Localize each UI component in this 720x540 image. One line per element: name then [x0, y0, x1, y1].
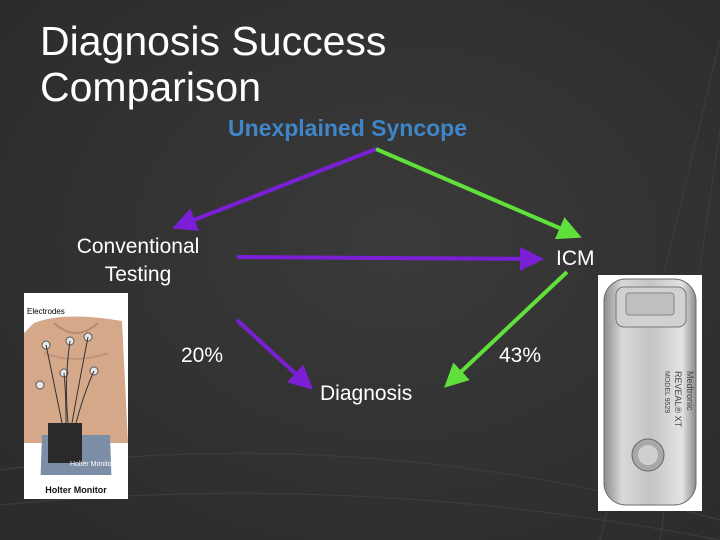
icm-device-photo: Medtronic REVEAL® XT MODEL 9529	[598, 275, 702, 511]
icm-device-illustration	[603, 278, 697, 506]
slide-title: Diagnosis Success Comparison	[40, 18, 386, 110]
title-line-1: Diagnosis Success	[40, 18, 387, 64]
arrow-syncope-to-icm	[375, 147, 582, 240]
icm-percentage: 43%	[499, 344, 542, 367]
icm-model-name: REVEAL® XT	[673, 371, 683, 428]
electrodes-label: Electrodes	[27, 307, 65, 316]
icm-text-block: Medtronic REVEAL® XT MODEL 9529	[606, 371, 696, 441]
arrow-icm-to-diagnosis	[444, 270, 569, 388]
conventional-line-1: Conventional	[76, 235, 200, 258]
conventional-testing-node: Conventional Testing	[50, 233, 226, 289]
holter-photo: Electrodes Holter Monitor Holter Monitor	[24, 293, 128, 499]
icm-node: ICM	[556, 247, 595, 270]
unexplained-syncope-label: Unexplained Syncope	[228, 115, 468, 141]
holter-caption: Holter Monitor	[45, 485, 107, 495]
diagnosis-node: Diagnosis	[320, 382, 413, 405]
icm-model-number: MODEL 9529	[663, 371, 670, 414]
holter-monitor-label: Holter Monitor	[70, 461, 114, 468]
arrow-conventional-to-diagnosis	[235, 318, 313, 390]
icm-brand: Medtronic	[685, 371, 695, 411]
arrow-conventional-to-icm	[236, 246, 544, 271]
title-line-2: Comparison	[40, 64, 262, 110]
arrow-syncope-to-conventional	[172, 147, 377, 231]
conventional-line-2: Testing	[104, 263, 172, 286]
holter-illustration	[24, 316, 128, 499]
conventional-percentage: 20%	[181, 344, 224, 367]
